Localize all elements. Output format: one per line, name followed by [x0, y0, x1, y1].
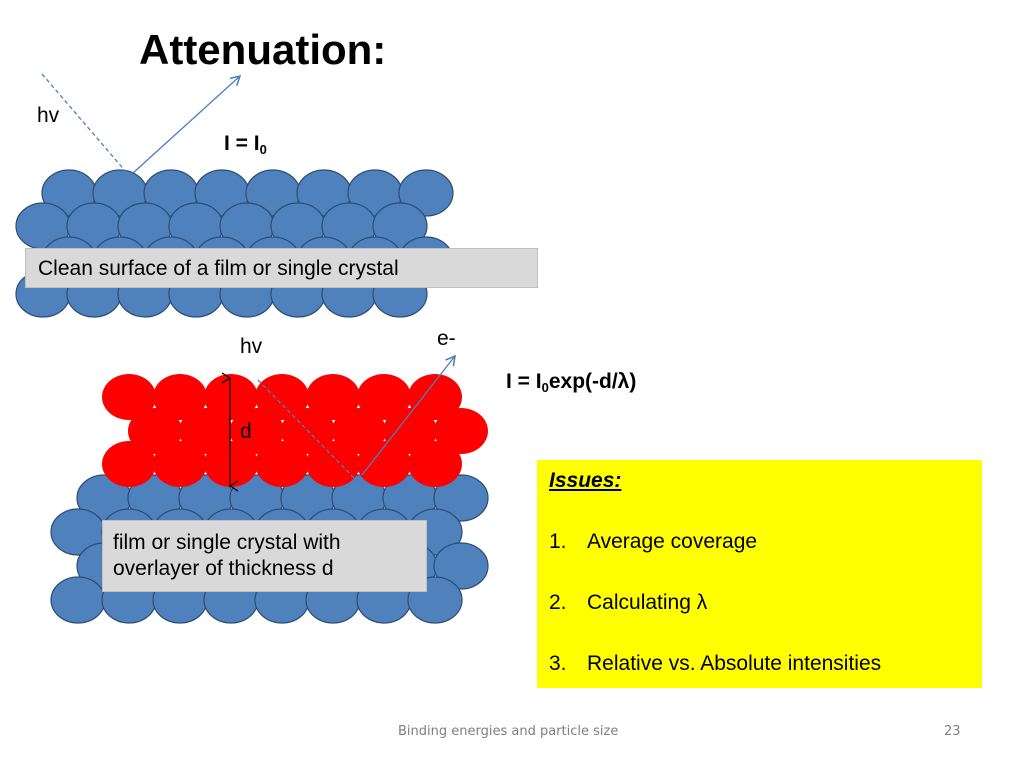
overlayer-atom: [357, 374, 411, 420]
overlayer-atom: [255, 441, 309, 487]
overlayer-atom: [102, 441, 156, 487]
substrate-atom: [50, 576, 106, 624]
equation-attenuated-lhs: I = I: [506, 370, 542, 393]
incident-photon-line-bottom: [257, 379, 359, 483]
overlayer-atom: [357, 441, 411, 487]
overlayer-atom: [128, 408, 182, 454]
equation-clean-lhs: I = I: [224, 132, 260, 155]
overlayer-atom: [204, 441, 258, 487]
substrate-atom: [398, 169, 454, 217]
equation-attenuated-subscript: 0: [541, 380, 549, 395]
issues-heading: Issues:: [549, 469, 622, 492]
photon-label-top: hv: [37, 104, 60, 127]
overlayer-atom: [306, 374, 360, 420]
overlayer-atom: [408, 441, 462, 487]
overlayer-atom: [255, 374, 309, 420]
substrate-atom: [433, 474, 489, 522]
caption-clean-surface: Clean surface of a film or single crysta…: [25, 248, 538, 288]
issue-text: Calculating λ: [587, 591, 708, 614]
emitted-electron-arrow-top: [132, 74, 242, 174]
overlayer-atom: [434, 408, 488, 454]
electron-label: e-: [437, 327, 456, 350]
issue-number: 3.: [549, 652, 567, 675]
issue-text: Relative vs. Absolute intensities: [587, 652, 882, 675]
issue-number: 1.: [549, 530, 567, 553]
equation-attenuated: I = I0exp(-d/λ): [506, 370, 636, 394]
equation-clean-surface: I = I0: [224, 132, 267, 156]
caption-overlayer: film or single crystal with overlayer of…: [102, 520, 427, 592]
incident-photon-line-top: [41, 73, 128, 174]
slide-title: Attenuation:: [139, 26, 387, 73]
overlayer-atom: [179, 408, 233, 454]
issue-item: 1. Average coverage: [549, 529, 970, 555]
overlayer-atom: [383, 408, 437, 454]
substrate-atom: [433, 542, 489, 590]
footer-text: Binding energies and particle size: [398, 724, 619, 739]
overlayer-atom: [102, 374, 156, 420]
emitted-electron-arrow-bottom: [361, 354, 456, 476]
issues-box: Issues: 1. Average coverage 2. Calculati…: [537, 460, 982, 688]
photon-label-bottom: hv: [240, 335, 263, 358]
overlayer-atom: [153, 374, 207, 420]
overlayer-atom-lattice: [102, 374, 488, 487]
issue-item: 3. Relative vs. Absolute intensities: [549, 651, 970, 677]
issue-item: 2. Calculating λ: [549, 590, 970, 616]
issue-number: 2.: [549, 591, 567, 614]
overlayer-atom: [230, 408, 284, 454]
thickness-label: d: [240, 420, 252, 443]
clean-surface-atom-lattice: [15, 169, 454, 318]
equation-attenuated-rest: exp(-d/λ): [548, 370, 637, 393]
overlayer-atom: [153, 441, 207, 487]
slide-number: 23: [944, 724, 961, 739]
overlayer-atom: [306, 441, 360, 487]
issue-text: Average coverage: [587, 530, 758, 553]
equation-clean-subscript: 0: [259, 142, 267, 157]
overlayer-atom: [332, 408, 386, 454]
overlayer-atom: [408, 374, 462, 420]
